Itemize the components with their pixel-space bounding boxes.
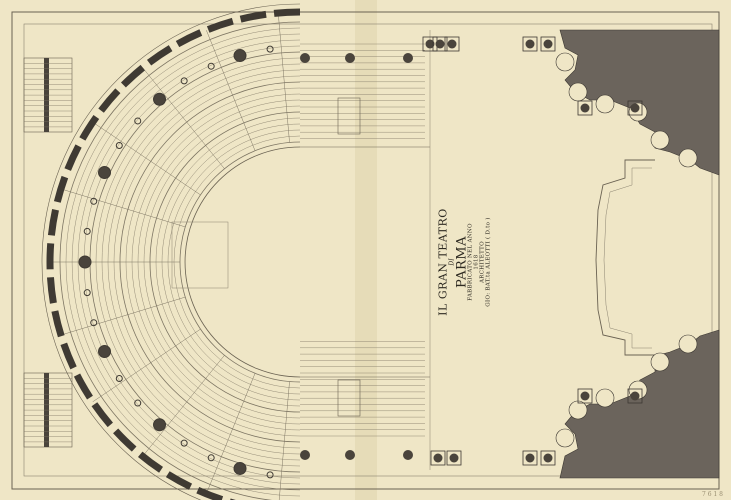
central-entrance bbox=[171, 221, 229, 289]
inner-frame bbox=[23, 23, 713, 477]
column-pedestals bbox=[422, 36, 643, 466]
center-fold bbox=[355, 0, 377, 500]
auditorium-outer-wall bbox=[41, 3, 301, 500]
stage-area bbox=[429, 30, 655, 470]
title-city: PARMA bbox=[454, 236, 470, 288]
outer-frame bbox=[11, 11, 720, 490]
title-line: IL GRAN TEATRO bbox=[436, 208, 450, 316]
corner-mark: 7 6 1 8 bbox=[702, 491, 723, 498]
straight-seating-wings bbox=[300, 43, 425, 460]
colonnade-columns bbox=[78, 45, 274, 479]
left-stairs-bottom bbox=[23, 372, 73, 448]
left-stairs-top bbox=[23, 57, 73, 133]
architect-name: GIO: BAT.ta ALEOTTI ( D.to ) bbox=[485, 217, 492, 307]
plate-title-block: IL GRAN TEATRO DI PARMA FABBRICATO NEL A… bbox=[436, 208, 493, 316]
orchestra-floor-edge bbox=[184, 146, 301, 378]
